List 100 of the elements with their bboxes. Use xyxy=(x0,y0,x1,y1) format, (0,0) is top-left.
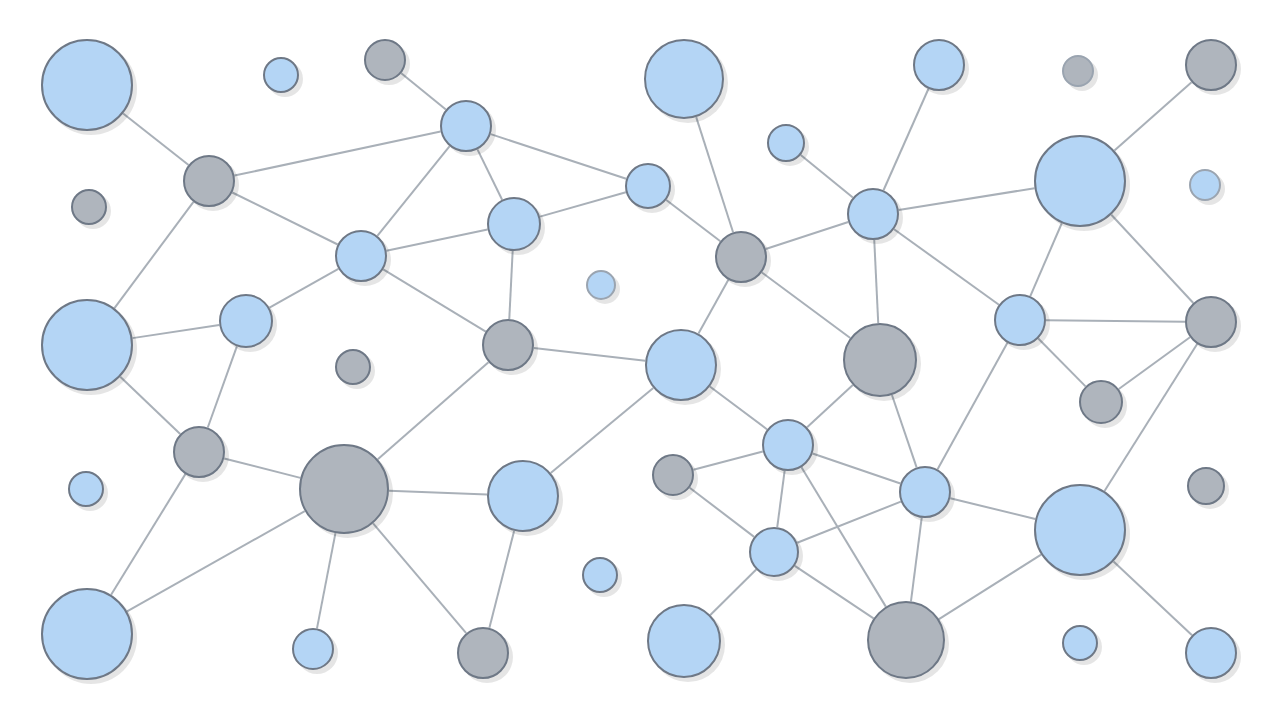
connector-line xyxy=(695,116,735,234)
connector-line xyxy=(760,271,852,339)
connector-line xyxy=(231,191,339,246)
network-node xyxy=(1034,484,1126,576)
network-node xyxy=(867,601,945,679)
connector-line xyxy=(1112,560,1194,637)
network-node xyxy=(173,426,225,478)
connector-line xyxy=(893,228,1000,306)
connector-line xyxy=(776,469,786,529)
network-node xyxy=(582,557,618,593)
connector-line xyxy=(268,267,340,309)
connector-line xyxy=(385,228,489,252)
connector-line xyxy=(119,375,182,436)
network-node xyxy=(586,270,616,300)
connector-line xyxy=(131,324,221,340)
connector-line xyxy=(873,238,880,325)
connector-line xyxy=(223,457,302,479)
network-node xyxy=(1187,467,1225,505)
connector-line xyxy=(489,133,628,180)
network-node xyxy=(847,188,899,240)
connector-line xyxy=(793,564,875,620)
connector-line xyxy=(508,249,514,321)
connector-line xyxy=(897,187,1036,211)
connector-line xyxy=(796,500,902,544)
connector-line xyxy=(1103,343,1199,493)
connector-line xyxy=(697,278,730,335)
network-node xyxy=(1062,55,1094,87)
connector-line xyxy=(532,347,647,362)
network-node xyxy=(71,189,107,225)
connector-line xyxy=(476,148,504,201)
network-node xyxy=(487,197,541,251)
network-node xyxy=(1185,627,1237,679)
connector-line xyxy=(890,394,918,469)
connector-line xyxy=(122,112,190,166)
connector-line xyxy=(936,341,1009,471)
network-node xyxy=(335,230,387,282)
connector-line xyxy=(1037,337,1087,388)
network-node xyxy=(364,39,406,81)
network-node xyxy=(1189,169,1221,201)
connector-line xyxy=(764,221,850,250)
network-node xyxy=(219,294,273,348)
connector-line xyxy=(316,532,337,630)
connector-line xyxy=(400,72,447,111)
network-node xyxy=(440,100,492,152)
network-node xyxy=(335,349,371,385)
connector-line xyxy=(376,361,490,461)
connector-line xyxy=(806,384,854,429)
network-node xyxy=(292,628,334,670)
connector-line xyxy=(799,154,854,199)
network-node xyxy=(899,466,951,518)
connector-line xyxy=(372,522,468,635)
network-node xyxy=(994,294,1046,346)
network-node xyxy=(913,39,965,91)
connector-line xyxy=(708,385,769,431)
connector-line xyxy=(206,345,238,429)
network-node xyxy=(1185,296,1237,348)
network-node xyxy=(183,155,235,207)
connector-line xyxy=(688,486,756,538)
connector-line xyxy=(909,516,923,603)
network-node xyxy=(645,329,717,401)
connector-line xyxy=(811,452,902,485)
network-node xyxy=(457,627,509,679)
connector-line xyxy=(1045,319,1186,323)
connector-line xyxy=(549,387,655,474)
network-node xyxy=(715,231,767,283)
connector-line xyxy=(1113,81,1193,152)
network-node xyxy=(1062,625,1098,661)
connector-line xyxy=(665,198,722,243)
connector-line xyxy=(387,489,489,496)
connector-line xyxy=(882,87,930,192)
connector-line xyxy=(488,529,516,629)
connector-line xyxy=(937,553,1043,621)
network-node xyxy=(68,471,104,507)
network-node xyxy=(41,588,133,680)
network-node xyxy=(762,419,814,471)
connector-line xyxy=(692,450,764,471)
network-node xyxy=(263,57,299,93)
connector-line xyxy=(233,130,442,177)
network-node xyxy=(625,163,671,209)
network-node xyxy=(1079,380,1123,424)
network-node xyxy=(749,527,799,577)
connector-line xyxy=(126,510,306,613)
connector-line xyxy=(1029,222,1063,298)
network-node xyxy=(647,604,721,678)
network-node xyxy=(482,319,534,371)
network-node xyxy=(843,323,917,397)
network-node xyxy=(652,454,694,496)
connector-line xyxy=(709,568,758,616)
network-node xyxy=(1185,39,1237,91)
connector-line xyxy=(113,200,195,310)
connector-line xyxy=(949,497,1037,521)
network-node xyxy=(299,444,389,534)
connector-line xyxy=(110,473,187,596)
network-node xyxy=(767,124,805,162)
connector-line xyxy=(382,268,487,333)
connector-line xyxy=(376,145,451,237)
connector-line xyxy=(800,466,887,608)
connector-line xyxy=(539,191,627,218)
connector-line xyxy=(1110,213,1195,304)
connector-line xyxy=(1117,336,1191,391)
